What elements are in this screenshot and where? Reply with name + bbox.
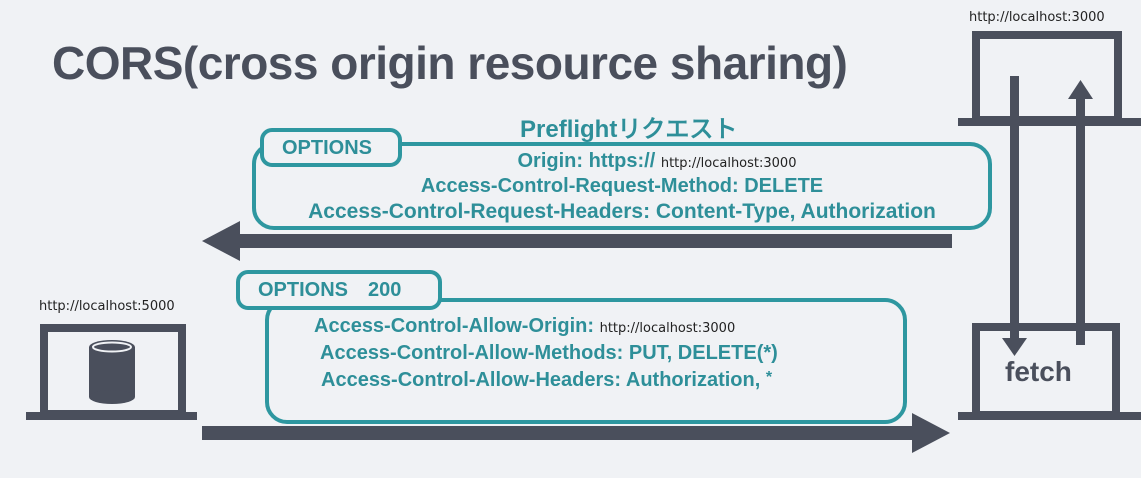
preflight-origin-line: Origin: https:// http://localhost:3000 [252,150,992,173]
request-arrow-left-icon [202,221,952,261]
preflight-origin-value: http://localhost:3000 [660,156,797,171]
preflight-origin-label: Origin: https:// [517,150,656,172]
response-origin-label: Access-Control-Allow-Origin: [314,315,595,337]
client-laptop-top-icon [958,31,1141,126]
response-headers-label: Access-Control-Allow-Headers: Authorizat… [321,369,761,391]
up-arrow-icon [1068,80,1093,345]
server-url-label: http://localhost:5000 [39,299,175,314]
response-origin-value: http://localhost:3000 [599,321,736,336]
preflight-heading: Preflightリクエスト [520,116,738,143]
server-laptop-icon [26,324,197,420]
response-headers-star: * [765,369,773,386]
client-url-label: http://localhost:3000 [969,10,1105,25]
page-title: CORS(cross origin resource sharing) [52,37,848,89]
response-arrow-right-icon [202,413,950,453]
response-status-tag: OPTIONS 200 [236,270,442,310]
preflight-method-tag: OPTIONS [260,128,402,167]
down-arrow-icon [1002,76,1027,356]
response-headers-line: Access-Control-Allow-Headers: Authorizat… [321,369,772,392]
fetch-label: fetch [1005,356,1072,387]
response-methods-line: Access-Control-Allow-Methods: PUT, DELET… [320,342,778,364]
database-icon [89,340,135,404]
response-origin-line: Access-Control-Allow-Origin: http://loca… [314,315,735,338]
preflight-headers-line: Access-Control-Request-Headers: Content-… [308,200,936,223]
preflight-method-line: Access-Control-Request-Method: DELETE [420,175,824,197]
client-laptop-bottom-icon [958,323,1141,420]
preflight-response-box [265,298,907,424]
